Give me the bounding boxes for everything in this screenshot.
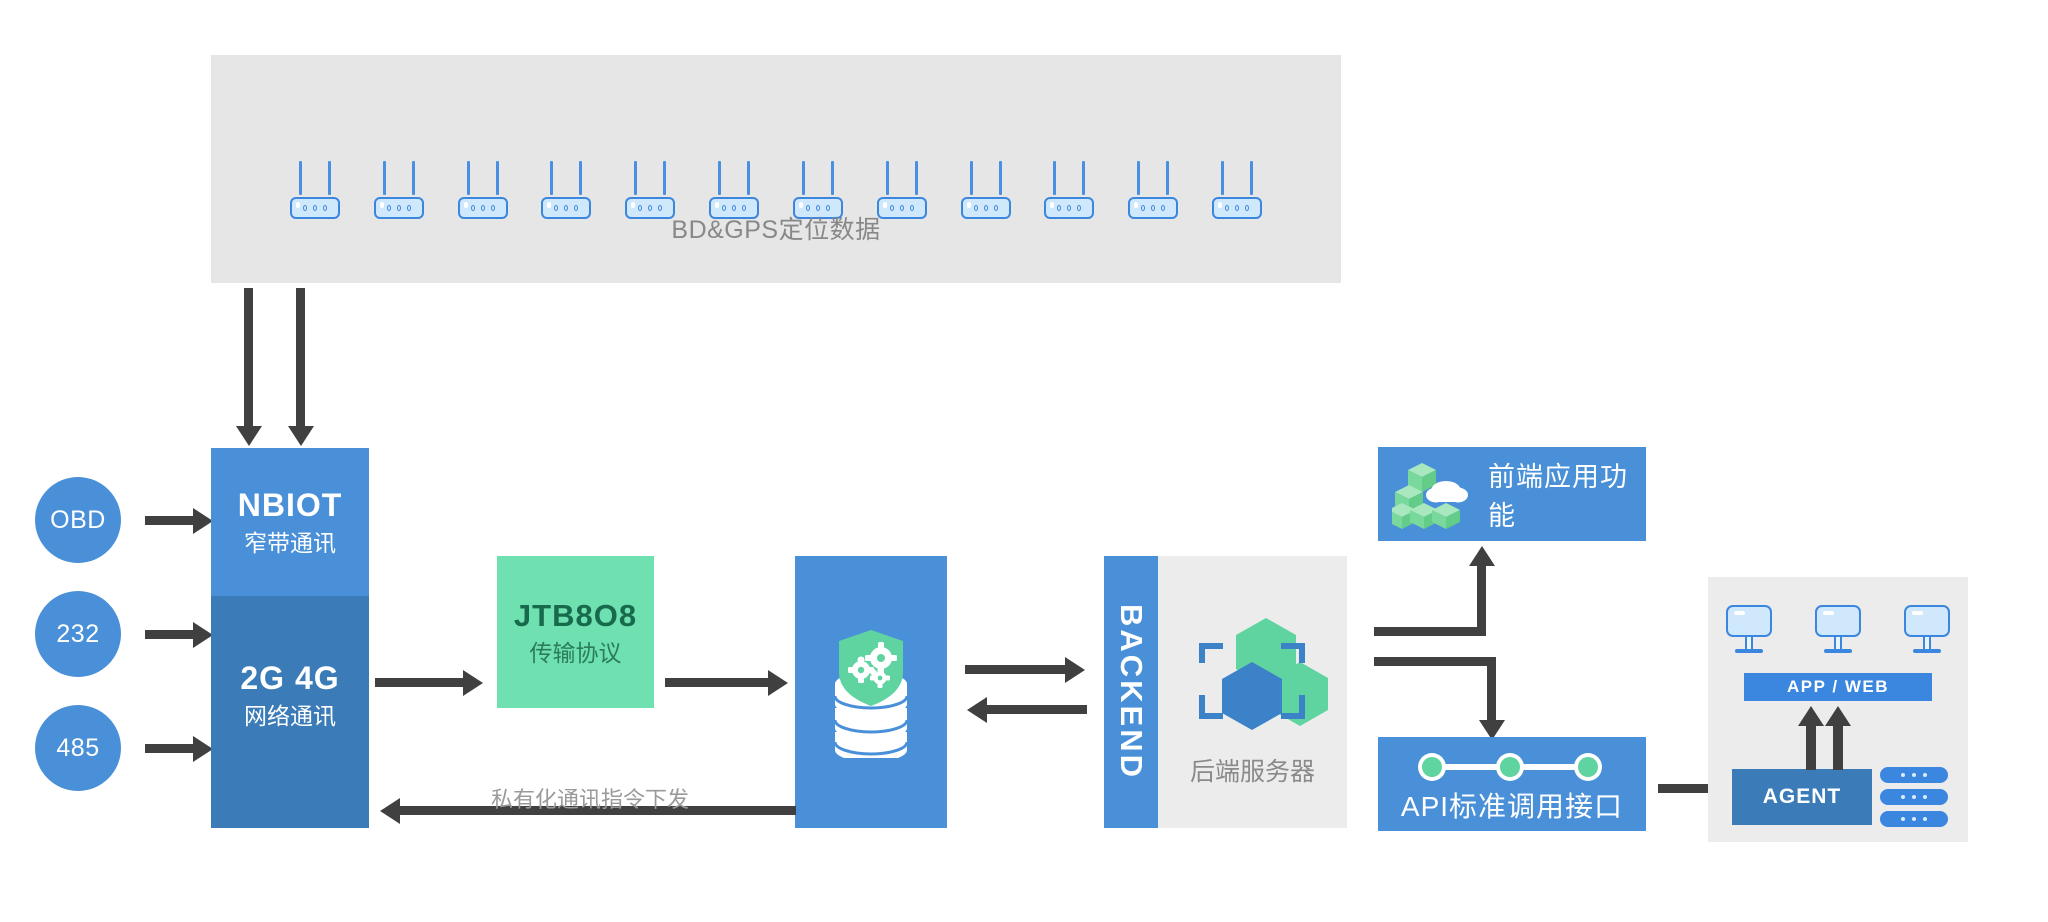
router-icon [289, 161, 340, 219]
database-shield-gears-icon [833, 630, 909, 758]
io-circle-obd: OBD [35, 477, 121, 563]
io-circle-485: 485 [35, 705, 121, 791]
server-rack-icon [1880, 767, 1948, 783]
agent-box: AGENT [1732, 769, 1872, 825]
nbiot-subtitle: 窄带通讯 [244, 530, 336, 557]
backend-bar-label: BACKEND [1114, 604, 1149, 780]
monitor-row [1726, 605, 1950, 659]
cloud-cubes-icon [1392, 463, 1468, 529]
router-icon [1044, 161, 1095, 219]
io-circle-label: 485 [56, 733, 100, 762]
server-rack-icon [1880, 789, 1948, 805]
frontend-application-block: 前端应用功能 [1378, 447, 1646, 541]
io-circle-232: 232 [35, 591, 121, 677]
protocol-block: JTB8O8 传输协议 [497, 556, 654, 708]
gps-data-panel: BD&GPS定位数据 [211, 55, 1341, 283]
nbiot-cellular-section: 2G 4G 网络通讯 [211, 596, 369, 828]
backend-caption: 后端服务器 [1189, 758, 1315, 786]
app-web-bar: APP / WEB [1744, 673, 1932, 701]
database-block [795, 556, 947, 828]
router-icon [709, 161, 760, 219]
gps-panel-caption: BD&GPS定位数据 [671, 216, 881, 244]
feedback-label: 私有化通讯指令下发 [490, 787, 689, 812]
api-label: API标准调用接口 [1400, 791, 1624, 822]
client-agent-panel: APP / WEB AGENT [1708, 577, 1968, 842]
monitor-icon [1726, 605, 1772, 659]
cellular-subtitle: 网络通讯 [244, 703, 336, 730]
router-icon [960, 161, 1011, 219]
router-icon [625, 161, 676, 219]
io-circle-label: 232 [56, 619, 100, 648]
router-icon [792, 161, 843, 219]
io-circle-label: OBD [50, 505, 106, 534]
monitor-icon [1815, 605, 1861, 659]
protocol-title: JTB8O8 [513, 597, 638, 633]
router-icon [373, 161, 424, 219]
node-chain-icon [1418, 753, 1602, 781]
router-icon [1212, 161, 1263, 219]
server-rack-icon [1880, 811, 1948, 827]
router-icon [457, 161, 508, 219]
backend-server-block: BACKEND 后端服务器 [1104, 556, 1347, 828]
nbiot-narrowband-section: NBIOT 窄带通讯 [211, 448, 369, 596]
server-rack-stack [1880, 767, 1948, 827]
hexagon-cluster-icon [1199, 618, 1328, 730]
backend-side-bar: BACKEND [1104, 556, 1158, 828]
monitor-icon [1904, 605, 1950, 659]
frontend-label: 前端应用功能 [1488, 462, 1628, 531]
protocol-subtitle: 传输协议 [529, 639, 622, 666]
router-icon [541, 161, 592, 219]
nbiot-title: NBIOT [237, 487, 343, 524]
router-icon [1128, 161, 1179, 219]
cellular-title: 2G 4G [240, 660, 340, 697]
router-device-row [211, 159, 1341, 219]
router-icon [876, 161, 927, 219]
nbiot-communication-block: NBIOT 窄带通讯 2G 4G 网络通讯 [211, 448, 369, 828]
api-interface-block: API标准调用接口 [1378, 737, 1646, 831]
